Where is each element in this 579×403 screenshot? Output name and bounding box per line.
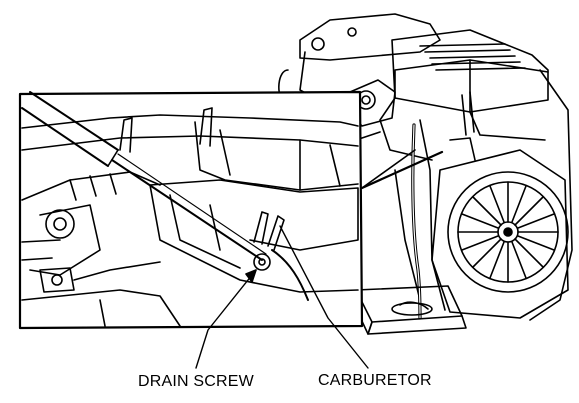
engine-body (278, 13, 573, 321)
drain-screw (253, 211, 285, 271)
carburetor-label: CARBURETOR (318, 372, 432, 389)
drain-screw-label: DRAIN SCREW (138, 373, 254, 390)
cooling-fan (447, 171, 569, 293)
inset-closeup (21, 91, 359, 327)
carburetor-leader (279, 225, 369, 369)
callout-frame (18, 90, 444, 330)
drain-screw-leader (195, 269, 257, 369)
screwdriver (21, 91, 267, 261)
drain-screw-arrowhead (245, 269, 257, 283)
